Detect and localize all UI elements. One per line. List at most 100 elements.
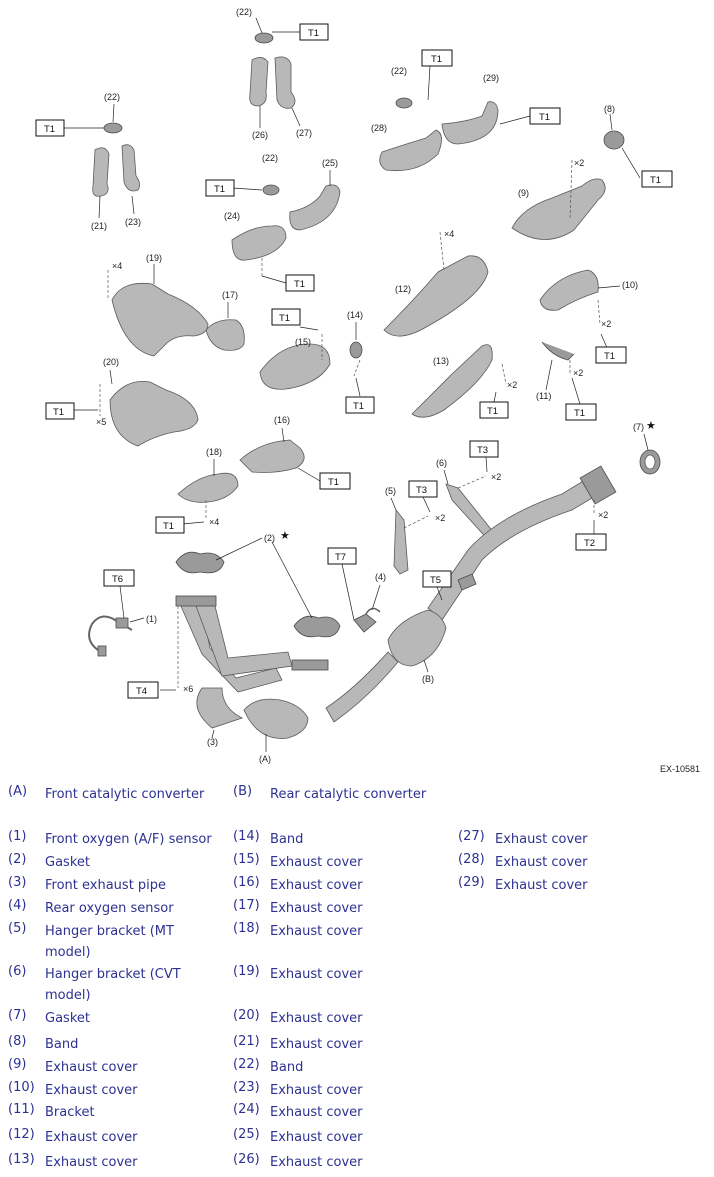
legend-text: Exhaust cover (45, 1155, 138, 1170)
main-exhaust-assembly: ×2 T2 (B) (A) (3) ×6 T4 (127, 465, 617, 764)
part-group-7: (7) ★ (633, 419, 661, 475)
legend-text: Exhaust cover (45, 1130, 138, 1145)
part-group-26-27: T1 (22) (26) (27) (236, 7, 329, 140)
svg-text:T1: T1 (294, 279, 305, 290)
svg-text:T1: T1 (53, 407, 64, 418)
svg-text:(1): (1) (146, 614, 157, 624)
svg-text:(24): (24) (224, 211, 240, 221)
svg-text:(3): (3) (207, 737, 218, 747)
legend-number: (11) (8, 1102, 35, 1117)
legend-number: (15) (233, 852, 260, 867)
svg-text:T1: T1 (328, 477, 339, 488)
legend-text: Exhaust cover (495, 855, 588, 870)
part-group-13: (13) ×2 T1 (411, 344, 517, 419)
svg-text:(16): (16) (274, 415, 290, 425)
legend-number: (24) (233, 1102, 260, 1117)
part-group-1: T6 (1) (88, 569, 157, 657)
legend-number: (23) (233, 1080, 260, 1095)
svg-text:T2: T2 (584, 538, 595, 549)
svg-text:×2: ×2 (491, 472, 501, 482)
figure-id: EX-10581 (660, 764, 700, 774)
part-group-14-15: (14) T1 T1 (15) (259, 308, 375, 414)
front-exhaust-pipe (179, 597, 283, 693)
part-group-12: ×4 (12) (383, 229, 489, 337)
legend-number: (2) (8, 852, 27, 867)
part-group-21-23: T1 (22) (21) (23) (35, 92, 141, 231)
band-22a (103, 122, 123, 134)
legend-text: Exhaust cover (270, 878, 363, 893)
legend-number: (21) (233, 1034, 260, 1049)
svg-text:(A): (A) (259, 754, 271, 764)
legend-number: (16) (233, 875, 260, 890)
svg-text:(4): (4) (375, 572, 386, 582)
legend-text: Exhaust cover (45, 1060, 138, 1075)
svg-text:(27): (27) (296, 128, 312, 138)
parts-legend: (A)Front catalytic converter(1)Front oxy… (0, 782, 714, 1177)
legend-text: Band (270, 1060, 304, 1075)
legend-number: (26) (233, 1152, 260, 1167)
legend-number: (8) (8, 1034, 27, 1049)
legend-text: Exhaust cover (270, 1037, 363, 1052)
legend-text: Exhaust cover (270, 901, 363, 916)
legend-number: (25) (233, 1127, 260, 1142)
svg-text:T7: T7 (335, 552, 346, 563)
legend-number: (5) (8, 921, 27, 936)
rear-catalytic-converter (387, 609, 447, 667)
svg-text:(20): (20) (103, 357, 119, 367)
legend-text: Rear catalytic converter (270, 787, 427, 802)
svg-text:(17): (17) (222, 290, 238, 300)
svg-text:(25): (25) (322, 158, 338, 168)
part-group-24-25: T1 T1 (22) (24) (25) (205, 153, 341, 292)
svg-text:×4: ×4 (209, 517, 219, 527)
svg-text:×4: ×4 (444, 229, 454, 239)
legend-number: (A) (8, 784, 28, 799)
legend-text: Exhaust cover (45, 1083, 138, 1098)
legend-text: Exhaust cover (270, 967, 363, 982)
svg-text:×5: ×5 (96, 417, 106, 427)
part-group-8-9: T1 (8) ×2 (9) (511, 104, 673, 240)
legend-text: Bracket (45, 1105, 95, 1120)
legend-number: (B) (233, 784, 253, 799)
torque-t5-group: T5 (422, 570, 477, 601)
svg-text:(22): (22) (391, 66, 407, 76)
legend-text: Gasket (45, 855, 90, 870)
svg-text:(23): (23) (125, 217, 141, 227)
svg-text:×6: ×6 (183, 684, 193, 694)
legend-number: (22) (233, 1057, 260, 1072)
svg-text:(7): (7) (633, 422, 644, 432)
svg-text:T1: T1 (604, 351, 615, 362)
svg-text:(B): (B) (422, 674, 434, 684)
svg-text:×4: ×4 (112, 261, 122, 271)
legend-text: Exhaust cover (270, 1083, 363, 1098)
svg-text:(21): (21) (91, 221, 107, 231)
svg-text:T1: T1 (279, 313, 290, 324)
svg-text:(12): (12) (395, 284, 411, 294)
svg-text:T1: T1 (308, 28, 319, 39)
svg-text:×2: ×2 (507, 380, 517, 390)
legend-text: Band (270, 832, 304, 847)
legend-text: Exhaust cover (495, 878, 588, 893)
svg-text:(26): (26) (252, 130, 268, 140)
svg-text:(22): (22) (104, 92, 120, 102)
legend-number: (7) (8, 1008, 27, 1023)
legend-number: (20) (233, 1008, 260, 1023)
legend-text: Band (45, 1037, 79, 1052)
svg-text:(22): (22) (236, 7, 252, 17)
exhaust-cover-21 (92, 147, 110, 197)
legend-text: Hanger bracket (MT model) (45, 924, 174, 960)
svg-text:×2: ×2 (598, 510, 608, 520)
svg-text:T3: T3 (477, 445, 488, 456)
torque-t1-a: T1 (44, 124, 55, 135)
legend-text: Exhaust cover (495, 832, 588, 847)
legend-text: Exhaust cover (270, 1011, 363, 1026)
svg-text:T5: T5 (430, 575, 441, 586)
svg-text:(2): (2) (264, 533, 275, 543)
svg-text:(18): (18) (206, 447, 222, 457)
svg-text:(19): (19) (146, 253, 162, 263)
legend-number: (28) (458, 852, 485, 867)
svg-text:(29): (29) (483, 73, 499, 83)
svg-text:(15): (15) (295, 337, 311, 347)
svg-text:×2: ×2 (574, 158, 584, 168)
part-group-4: T7 (4) (327, 547, 386, 633)
front-catalytic-converter (243, 698, 309, 739)
